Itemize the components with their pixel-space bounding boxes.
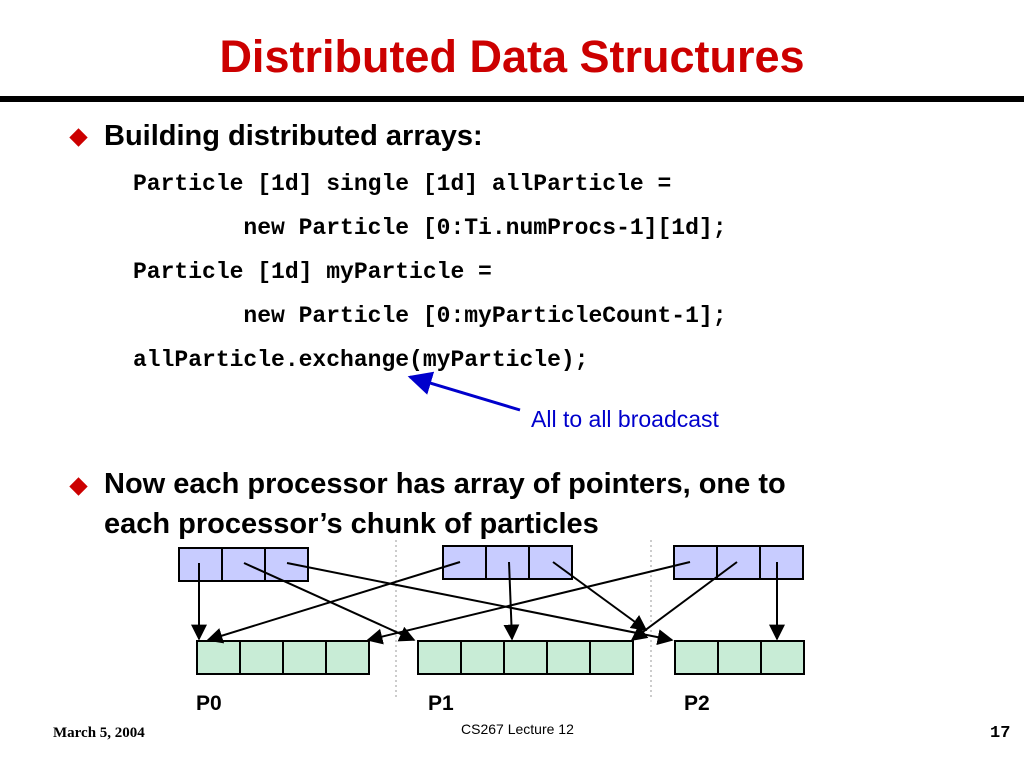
pointer-cell bbox=[528, 545, 573, 580]
particle-cell bbox=[282, 640, 327, 675]
callout-label: All to all broadcast bbox=[531, 406, 719, 432]
code-line-2: new Particle [0:Ti.numProcs-1][1d]; bbox=[133, 215, 727, 241]
processor-label-p1: P1 bbox=[428, 692, 454, 715]
pointer-array-p1 bbox=[442, 545, 573, 580]
footer-course: CS267 Lecture 12 bbox=[461, 721, 574, 737]
code-line-1: Particle [1d] single [1d] allParticle = bbox=[133, 171, 672, 197]
particle-cell bbox=[589, 640, 634, 675]
particle-cell bbox=[546, 640, 591, 675]
pointer-arrow bbox=[503, 561, 520, 641]
bullet-2-line-1: Now each processor has array of pointers… bbox=[104, 468, 786, 500]
code-line-3: Particle [1d] myParticle = bbox=[133, 259, 492, 285]
pointer-arrow bbox=[366, 561, 691, 645]
pointer-cell bbox=[221, 547, 266, 582]
pointer-cell bbox=[716, 545, 761, 580]
particle-cell bbox=[760, 640, 805, 675]
particle-cell bbox=[196, 640, 241, 675]
pointer-arrow bbox=[206, 561, 461, 644]
particle-chunk-p2 bbox=[674, 640, 805, 675]
code-line-5: allParticle.exchange(myParticle); bbox=[133, 347, 589, 373]
particle-chunk-p0 bbox=[196, 640, 370, 675]
particle-cell bbox=[417, 640, 462, 675]
particle-cell bbox=[503, 640, 548, 675]
particle-cell bbox=[460, 640, 505, 675]
pointer-arrow bbox=[243, 562, 416, 642]
pointer-arrow bbox=[552, 561, 648, 631]
pointer-cell bbox=[178, 547, 223, 582]
title-divider bbox=[0, 96, 1024, 102]
pointer-array-p2 bbox=[673, 545, 804, 580]
bullet-2-line-2: each processor’s chunk of particles bbox=[104, 508, 599, 540]
pointer-cell bbox=[485, 545, 530, 580]
processor-label-p0: P0 bbox=[196, 692, 222, 715]
particle-cell bbox=[239, 640, 284, 675]
footer-date: March 5, 2004 bbox=[53, 725, 145, 741]
pointer-arrow bbox=[286, 562, 674, 646]
bullet-1: Building distributed arrays: bbox=[104, 120, 483, 152]
pointer-arrow bbox=[630, 561, 738, 641]
footer-page-number: 17 bbox=[990, 724, 1011, 743]
particle-cell bbox=[674, 640, 719, 675]
pointer-cell bbox=[759, 545, 804, 580]
pointer-cell bbox=[442, 545, 487, 580]
processor-label-p2: P2 bbox=[684, 692, 710, 715]
particle-cell bbox=[717, 640, 762, 675]
code-line-4: new Particle [0:myParticleCount-1]; bbox=[133, 303, 727, 329]
particle-cell bbox=[325, 640, 370, 675]
callout-arrow bbox=[407, 371, 521, 412]
particle-chunk-p1 bbox=[417, 640, 634, 675]
pointer-cell bbox=[673, 545, 718, 580]
slide-title: Distributed Data Structures bbox=[219, 31, 805, 82]
